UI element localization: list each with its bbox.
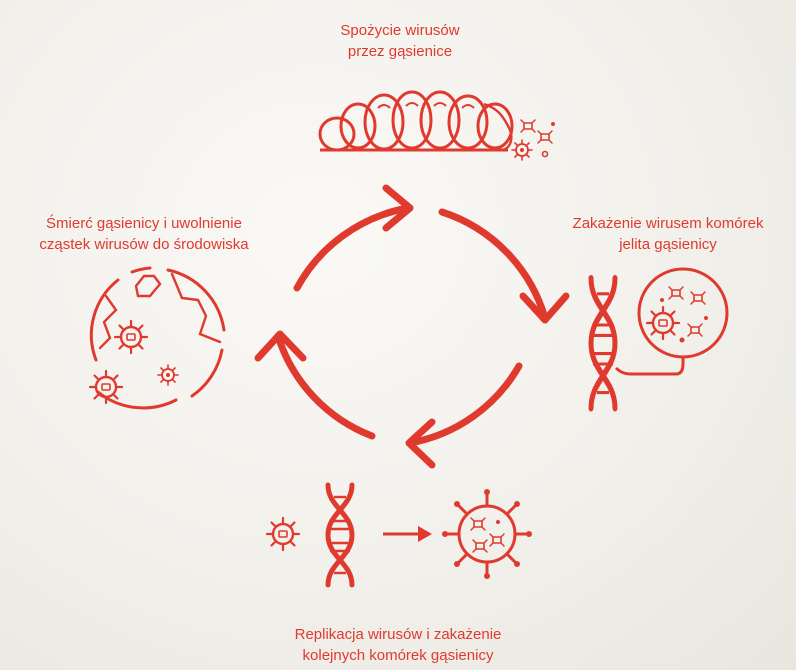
caterpillar-icon xyxy=(318,90,514,152)
stage-label-top: Spożycie wirusów przez gąsienice xyxy=(290,20,510,62)
stage-label-top-line1: Spożycie wirusów xyxy=(340,22,460,39)
stage-label-left-line1: Śmierć gąsienicy i uwolnienie xyxy=(46,215,242,232)
stage-label-left-line2: cząstek wirusów do środowiska xyxy=(39,236,249,253)
ruptured-cell-icon xyxy=(89,266,226,410)
virus-replication-icon xyxy=(265,485,532,585)
cycle-arrow-bottom-left-head xyxy=(254,330,307,362)
virus-particles-top-icon xyxy=(511,119,555,161)
stage-label-right: Zakażenie wirusem komórek jelita gąsieni… xyxy=(548,213,788,255)
dna-infected-cell-icon xyxy=(591,267,729,408)
stage-label-bottom-line1: Replikacja wirusów i zakażenie xyxy=(294,626,502,643)
virus-particles-left-icon xyxy=(88,319,179,405)
cycle-arrow-bottom-left xyxy=(274,332,376,440)
cycle-arrow-bottom-right-head xyxy=(405,418,436,469)
stage-label-right-line1: Zakażenie wirusem komórek xyxy=(572,215,764,232)
stage-label-right-line2: jelita gąsienicy xyxy=(619,236,717,253)
stage-label-left: Śmierć gąsienicy i uwolnienie cząstek wi… xyxy=(8,213,280,255)
cycle-arrow-bottom-right xyxy=(406,362,523,447)
cycle-arrows xyxy=(254,184,570,469)
stage-label-bottom: Replikacja wirusów i zakażenie kolejnych… xyxy=(258,624,538,666)
cycle-arrow-top-left xyxy=(293,204,412,292)
stage-label-top-line2: przez gąsienice xyxy=(347,43,453,60)
cycle-arrow-top-right-head xyxy=(519,292,570,324)
cycle-arrow-top-left-head xyxy=(382,184,414,232)
stage-label-bottom-line2: kolejnych komórek gąsienicy xyxy=(302,647,494,664)
cycle-arrow-top-right xyxy=(438,208,549,322)
